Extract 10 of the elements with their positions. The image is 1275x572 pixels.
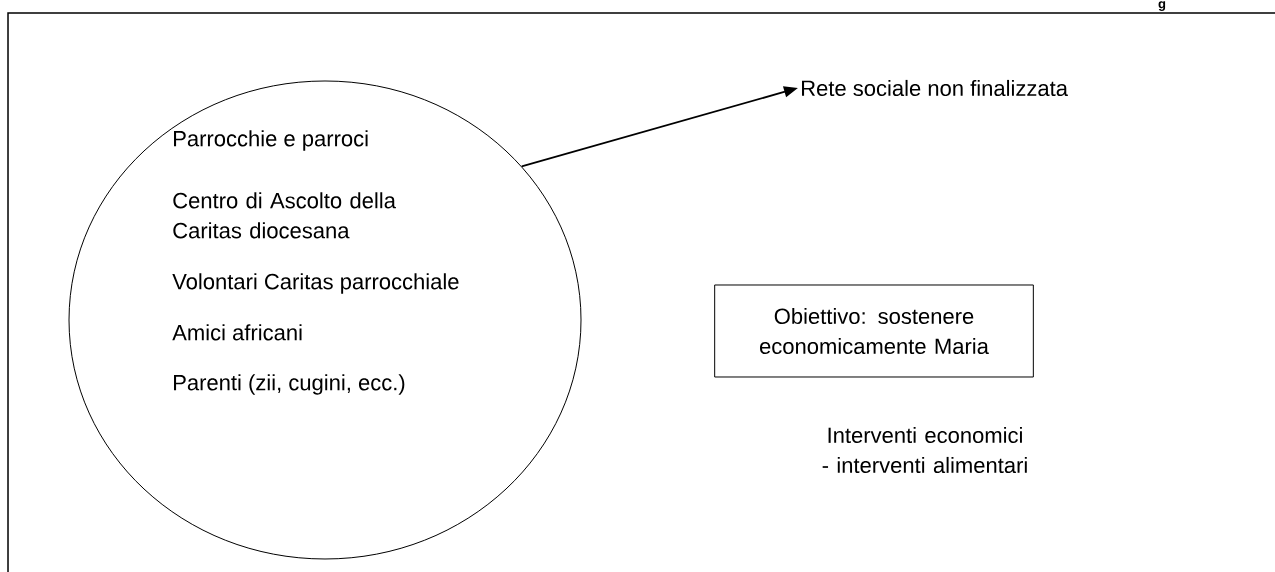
list-item: Amici africani (172, 324, 302, 341)
list-item: Volontari Caritas parrocchiale (172, 273, 459, 294)
list-item: Parenti (zii, cugini, ecc.) (174, 374, 405, 395)
list-item: Centro di Ascolto della Caritas diocesana (173, 192, 396, 239)
text-label: Interventi economici - interventi alimentari (822, 426, 1027, 474)
text-label: Rete sociale non finalizzata (802, 79, 1068, 97)
list-item: Parrocchie e parroci (174, 130, 368, 151)
goal-box: Obiettivo: sostenere economicamente Maria (714, 284, 1034, 378)
ellipse-group (68, 80, 582, 560)
heading-fragment: g (1158, 1, 1166, 11)
